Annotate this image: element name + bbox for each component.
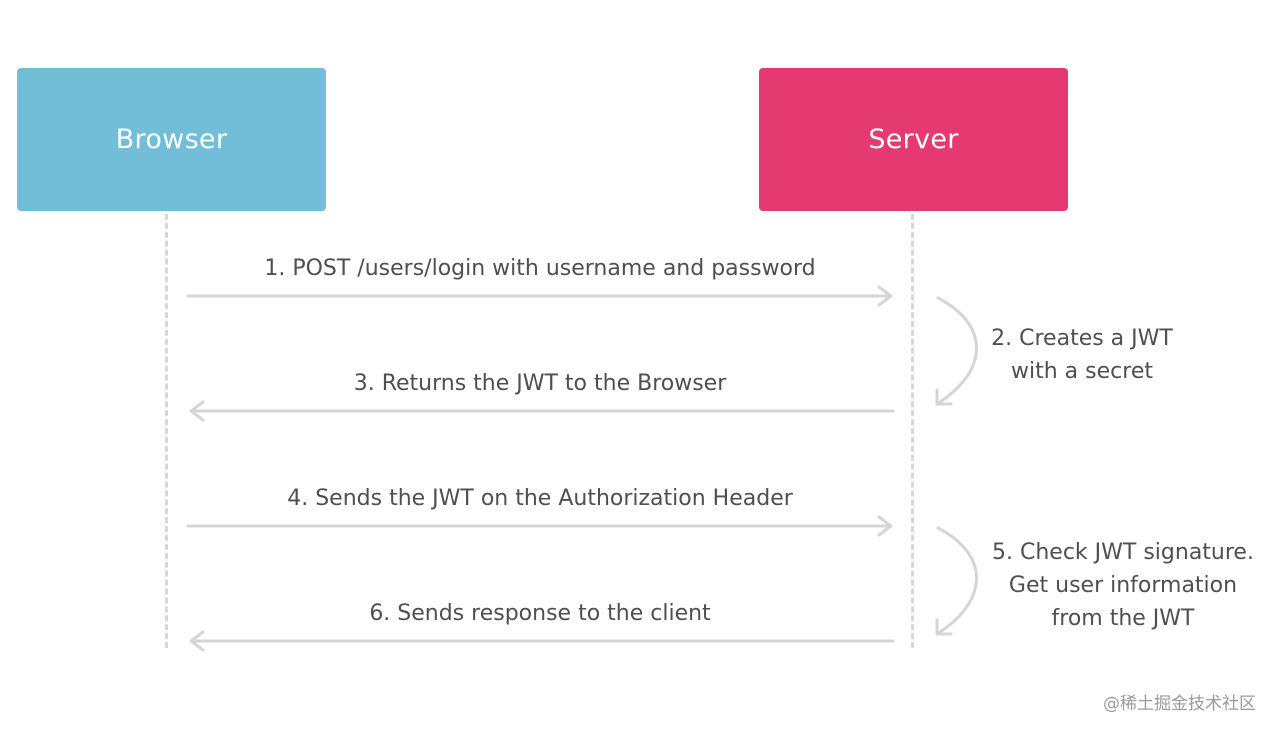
note-2-line-1: 2. Creates a JWT <box>991 326 1173 351</box>
message-label-6: 6. Sends response to the client <box>369 601 711 626</box>
message-label-4: 4. Sends the JWT on the Authorization He… <box>287 486 793 511</box>
note-2: 2. Creates a JWT with a secret <box>982 322 1182 388</box>
server-actor-box: Server <box>759 68 1068 211</box>
note-2-line-2: with a secret <box>1011 359 1153 384</box>
note-5: 5. Check JWT signature. Get user informa… <box>985 536 1261 635</box>
message-arrow-3 <box>189 400 895 422</box>
message-arrow-6 <box>189 630 895 652</box>
self-arrow-5 <box>935 526 978 636</box>
browser-actor-label: Browser <box>115 124 228 155</box>
message-arrow-4 <box>186 515 893 537</box>
note-5-line-1: 5. Check JWT signature. <box>992 540 1254 565</box>
browser-actor-box: Browser <box>17 68 326 211</box>
message-label-1: 1. POST /users/login with username and p… <box>264 256 816 281</box>
server-lifeline <box>911 214 914 648</box>
message-label-3: 3. Returns the JWT to the Browser <box>353 371 727 396</box>
note-5-line-2: Get user information <box>1008 573 1238 598</box>
note-5-line-3: from the JWT <box>1051 606 1195 631</box>
server-actor-label: Server <box>868 124 959 155</box>
self-arrow-2 <box>935 296 978 406</box>
browser-lifeline <box>165 214 168 648</box>
watermark-text: @稀土掘金技术社区 <box>1103 694 1256 714</box>
message-arrow-1 <box>186 285 893 307</box>
